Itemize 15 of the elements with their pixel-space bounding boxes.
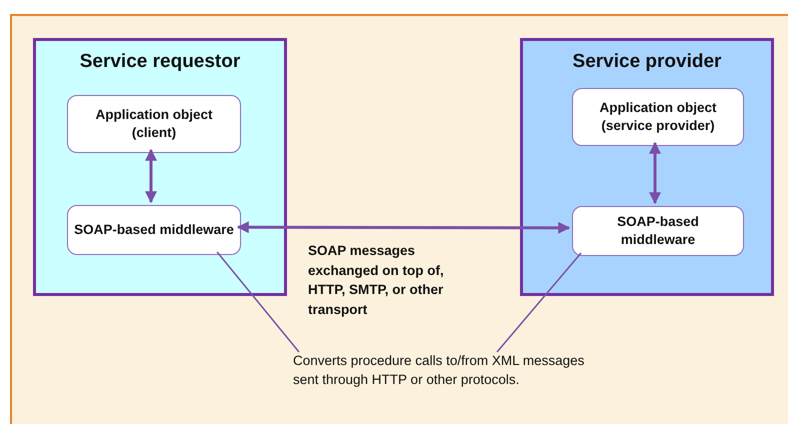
double-arrow bbox=[145, 148, 157, 204]
process-box: SOAP-based middleware bbox=[67, 205, 241, 255]
group-title: Service provider bbox=[572, 51, 722, 73]
process-box: Application object (service provider) bbox=[572, 88, 744, 146]
leader-line bbox=[216, 252, 300, 352]
process-box: SOAP-based middleware bbox=[572, 206, 744, 256]
double-arrow bbox=[236, 221, 570, 234]
note-text: Converts procedure calls to/from XML messages sent through HTTP or other protocols. bbox=[293, 352, 593, 414]
edge-label: SOAP messages exchanged on top of, HTTP, SMTP, or other transport bbox=[308, 242, 445, 319]
leader-line bbox=[496, 252, 582, 352]
group-panel bbox=[520, 38, 774, 296]
group-title: Service requestor bbox=[78, 51, 242, 73]
double-arrow bbox=[649, 142, 661, 204]
process-box: Application object (client) bbox=[67, 95, 241, 153]
group-panel bbox=[33, 38, 287, 296]
